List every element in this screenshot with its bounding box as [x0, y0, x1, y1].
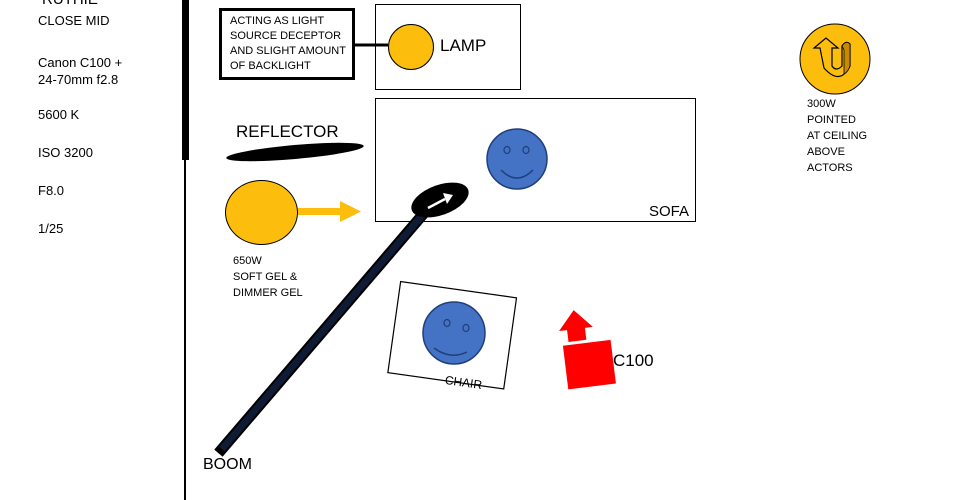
top-light-line-5: ACTORS — [807, 162, 853, 174]
key-light-label: 650W SOFT GEL & DIMMER GEL — [233, 253, 303, 301]
top-light-line-4: ABOVE — [807, 146, 845, 158]
key-light-line-3: DIMMER GEL — [233, 287, 303, 299]
top-light-line-3: AT CEILING — [807, 130, 868, 142]
key-light-line-2: SOFT GEL & — [233, 271, 298, 283]
camera-line-2: 24-70mm f2.8 — [38, 72, 119, 87]
boom-mic-icon — [411, 182, 469, 218]
key-light — [225, 180, 298, 245]
panel-divider — [184, 0, 186, 500]
note-line-4: OF BACKLIGHT — [230, 60, 311, 72]
boom-label: BOOM — [203, 456, 252, 473]
camera-icon — [559, 310, 616, 390]
chair-actor-icon — [422, 301, 486, 365]
shutter-value: 1/25 — [38, 221, 64, 236]
lamp-light — [388, 24, 434, 70]
shot-info-panel: RUTHIE CLOSE MID Canon C100 + 24-70mm f2… — [0, 0, 185, 500]
top-light-icon — [799, 23, 871, 95]
color-temperature: 5600 K — [38, 107, 80, 122]
key-light-arrow — [298, 201, 361, 222]
wall-bar — [182, 0, 189, 160]
boom-pole — [219, 209, 428, 452]
camera-line-1: Canon C100 + — [38, 55, 123, 70]
note-line-2: SOURCE DECEPTOR — [230, 30, 342, 42]
reflector-label: REFLECTOR — [236, 122, 339, 141]
note-line-1: ACTING AS LIGHT — [230, 15, 325, 27]
sofa-actor-icon — [486, 128, 548, 190]
sofa-label: SOFA — [649, 203, 690, 220]
scene-title: RUTHIE — [42, 0, 98, 8]
top-light-line-2: POINTED — [807, 114, 856, 126]
note-line-3: AND SLIGHT AMOUNT — [230, 45, 346, 57]
iso-value: ISO 3200 — [38, 145, 93, 160]
lamp-label: LAMP — [440, 36, 487, 55]
aperture-value: F8.0 — [38, 183, 65, 198]
reflector-shape — [226, 142, 364, 162]
key-light-line-1: 650W — [233, 255, 262, 267]
top-light-line-1: 300W — [807, 98, 836, 110]
top-light-label: 300W POINTED AT CEILING ABOVE ACTORS — [807, 96, 867, 176]
shot-type: CLOSE MID — [38, 13, 110, 28]
lamp-note-box: ACTING AS LIGHT SOURCE DECEPTOR AND SLIG… — [219, 8, 355, 80]
camera-label: C100 — [613, 351, 654, 370]
